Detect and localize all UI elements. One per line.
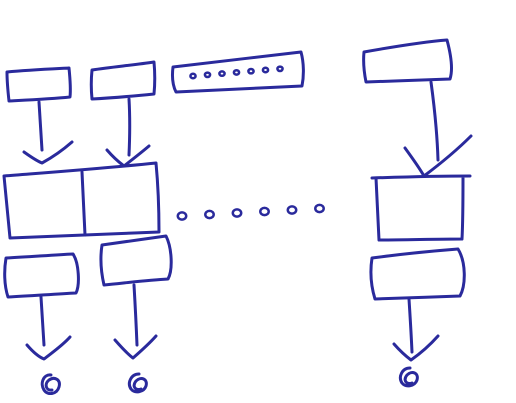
arrow-1-stem (37, 100, 44, 152)
arrow-3-stem (429, 80, 440, 162)
arrow-5-stem (132, 283, 139, 347)
arrow-6-head (392, 334, 440, 362)
bottom-box-n (369, 247, 466, 301)
box-dot-2 (203, 71, 212, 79)
middle-cell-row (2, 161, 161, 240)
top-box-1 (5, 66, 72, 103)
column-n (362, 38, 473, 388)
ellipsis-row-dots (176, 203, 325, 221)
arrow-6-stem (407, 297, 414, 354)
box-dot-4 (232, 68, 241, 76)
row-dot-2 (204, 209, 215, 220)
column-1 (3, 66, 80, 396)
box-dot-1 (189, 72, 197, 80)
middle-cell-divider (80, 170, 87, 237)
row-dot-6 (314, 203, 325, 214)
row-dot-3 (231, 208, 243, 218)
arrow-1-head (22, 140, 74, 165)
middle-cells-outline (2, 161, 161, 240)
arrow-4-head (25, 335, 72, 361)
arrow-4-stem (39, 295, 46, 347)
box-dot-6 (261, 66, 270, 74)
ellipsis-box (170, 50, 305, 94)
ellipsis-box-outline (170, 50, 305, 94)
box-dot-7 (276, 65, 284, 73)
box-dot-5 (247, 67, 255, 75)
arrow-5-head (113, 334, 158, 360)
column-2 (89, 60, 173, 394)
top-box-n (362, 38, 453, 84)
arrow-2-stem (127, 97, 132, 157)
output-marker-2 (127, 372, 148, 394)
row-dot-5 (286, 205, 298, 215)
top-box-2 (89, 60, 157, 101)
output-marker-n (398, 366, 419, 388)
ellipsis-box-dots (189, 65, 284, 80)
box-dot-3 (218, 70, 226, 78)
bottom-box-2 (99, 234, 173, 287)
row-dot-1 (176, 211, 188, 221)
bottom-box-1 (3, 252, 80, 299)
row-dot-4 (259, 206, 270, 217)
output-marker-1 (40, 373, 61, 396)
middle-cell-n (370, 174, 472, 242)
